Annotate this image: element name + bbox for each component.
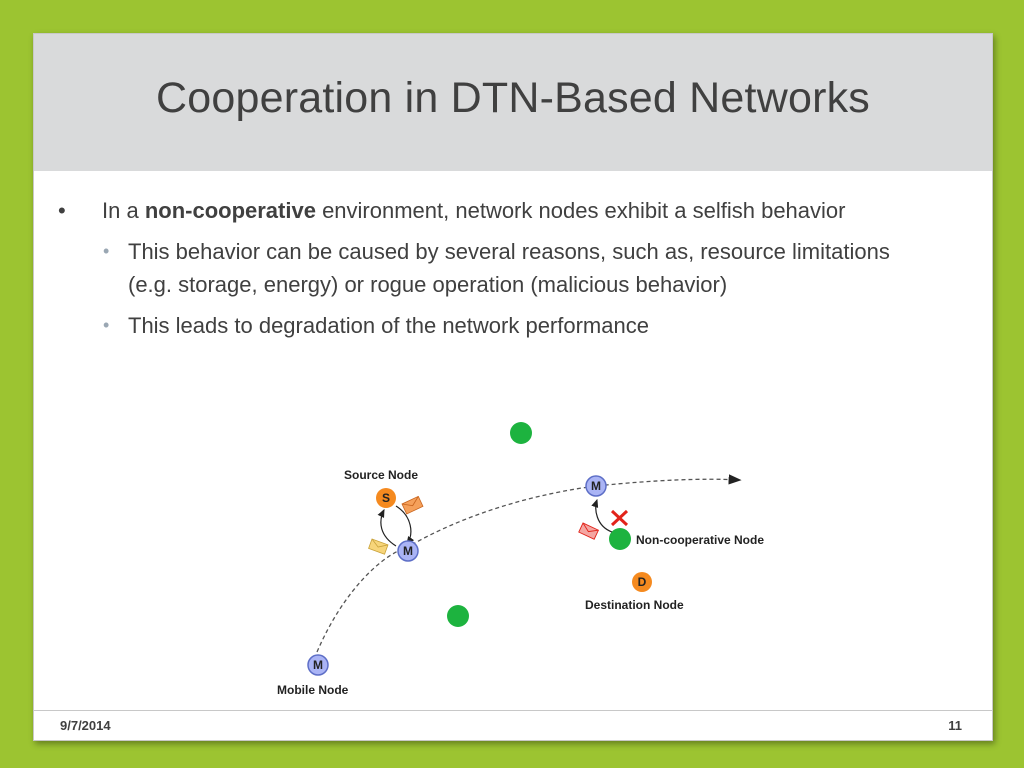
body-text: • In a non-cooperative environment, netw… bbox=[58, 194, 938, 441]
page-number: 11 bbox=[948, 718, 962, 733]
non-cooperative-node bbox=[609, 528, 631, 550]
source-node-label: Source Node bbox=[344, 468, 418, 482]
green-node-middle bbox=[447, 605, 469, 627]
slide-title: Cooperation in DTN-Based Networks bbox=[155, 74, 870, 122]
bullet-dot-icon: • bbox=[58, 198, 66, 223]
exchange-arrow-up bbox=[377, 508, 397, 547]
envelope-icon bbox=[368, 538, 389, 555]
slide: Cooperation in DTN-Based Networks • In a… bbox=[33, 33, 993, 741]
mobile-node-near-source bbox=[397, 540, 419, 562]
subbullet-1-text: This behavior can be caused by several r… bbox=[128, 239, 890, 297]
mobile-node-letter: M bbox=[313, 658, 323, 672]
source-node bbox=[376, 488, 396, 508]
bullet-1-prefix: In a bbox=[102, 198, 145, 223]
mobile-node-near-noncoop bbox=[585, 475, 607, 497]
refused-transfer-arrow bbox=[591, 498, 613, 533]
subbullet-2-text: This leads to degradation of the network… bbox=[128, 313, 649, 338]
dtn-diagram: Source Node S M M bbox=[277, 422, 764, 697]
refuse-x-icon bbox=[610, 509, 629, 527]
source-node-letter: S bbox=[382, 491, 390, 505]
envelope-icon bbox=[578, 522, 600, 540]
mobile-node-bottom bbox=[307, 654, 329, 676]
destination-node bbox=[632, 572, 652, 592]
subbullet-1: • This behavior can be caused by several… bbox=[58, 235, 938, 301]
subbullet-dot-icon: • bbox=[103, 315, 110, 335]
bullet-1: • In a non-cooperative environment, netw… bbox=[58, 194, 938, 227]
destination-node-letter: D bbox=[638, 575, 647, 589]
footer-divider bbox=[34, 710, 992, 711]
subbullet-dot-icon: • bbox=[103, 241, 110, 261]
subbullet-2: • This leads to degradation of the netwo… bbox=[58, 309, 938, 342]
envelope-icon bbox=[401, 495, 424, 515]
non-cooperative-node-label: Non-cooperative Node bbox=[636, 533, 764, 547]
mobile-node-letter: M bbox=[591, 479, 601, 493]
destination-node-label: Destination Node bbox=[585, 598, 684, 612]
footer-date: 9/7/2014 bbox=[60, 718, 111, 733]
bullet-1-bold: non-cooperative bbox=[144, 198, 316, 223]
mobile-node-label: Mobile Node bbox=[277, 683, 349, 697]
green-node-top bbox=[510, 422, 532, 444]
title-bar: Cooperation in DTN-Based Networks bbox=[34, 34, 992, 171]
mobile-node-letter: M bbox=[403, 544, 413, 558]
mobile-trajectory bbox=[316, 474, 742, 653]
bullet-1-suffix: environment, network nodes exhibit a sel… bbox=[315, 198, 846, 223]
